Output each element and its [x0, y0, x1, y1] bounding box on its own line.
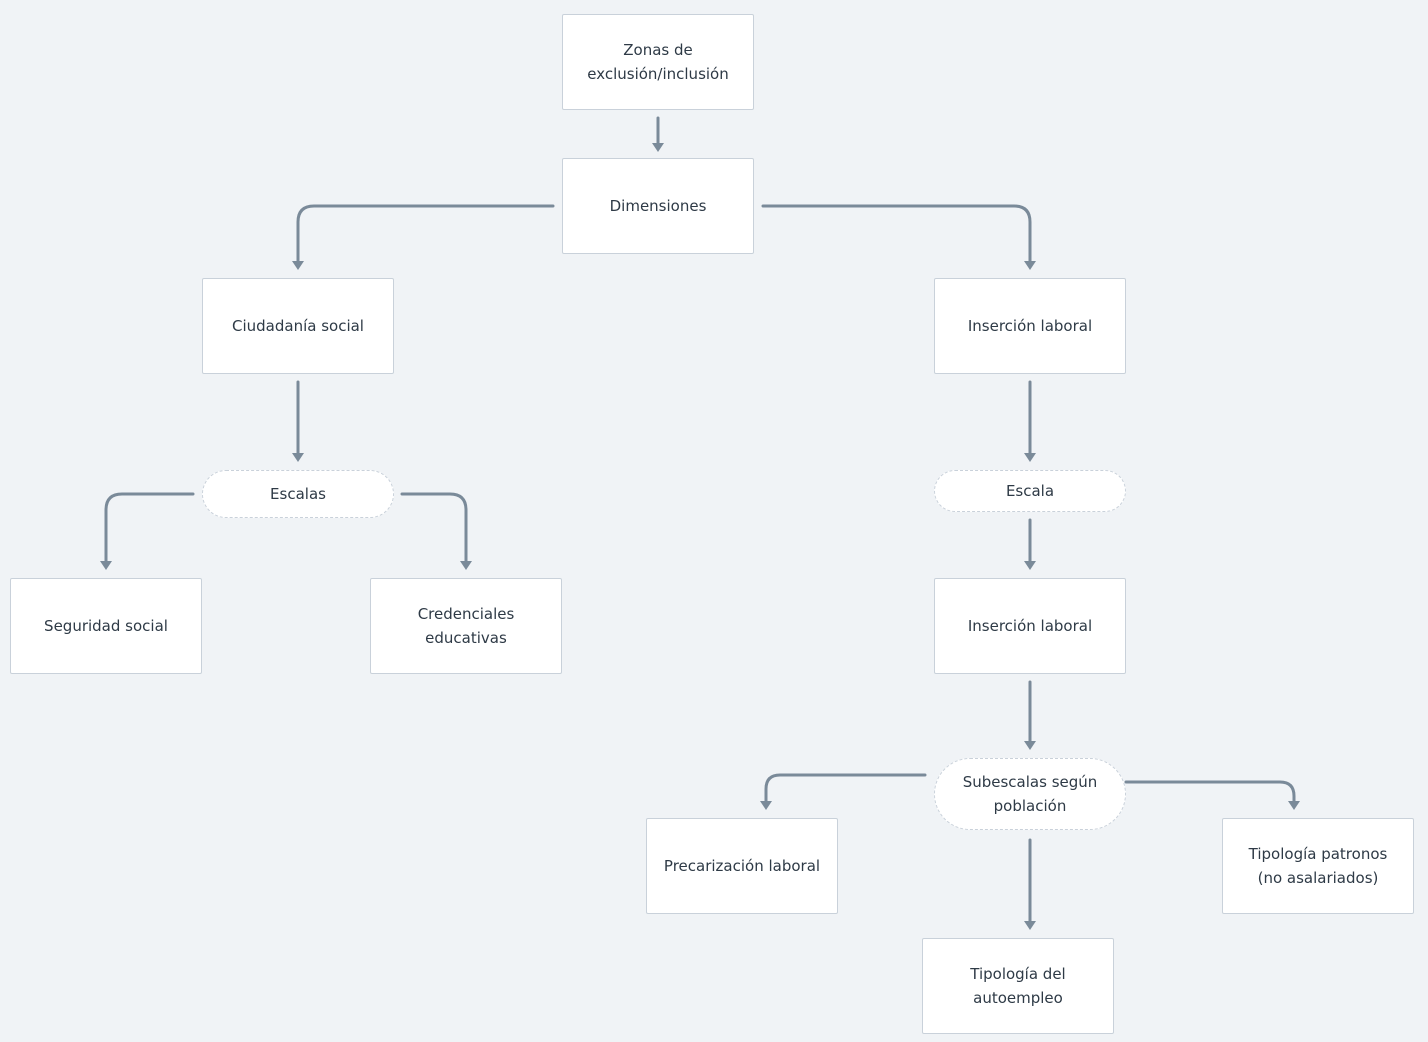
arrowhead — [1024, 561, 1036, 570]
node-precarizacion-label: Precarización laboral — [663, 857, 821, 875]
node-precarizacion-laboral[interactable]: Precarización laboral — [646, 818, 838, 914]
arrowhead — [292, 261, 304, 270]
arrowhead — [460, 561, 472, 570]
node-tipologia-patronos-label: Tipología patronos (no asalariados) — [1248, 845, 1388, 887]
edge-escalas-credenciales — [400, 492, 468, 564]
node-credenciales-educativas[interactable]: Credenciales educativas — [370, 578, 562, 674]
arrowhead — [1288, 801, 1300, 810]
node-escala[interactable]: Escala — [934, 470, 1126, 512]
arrowhead — [760, 801, 772, 810]
node-subescalas[interactable]: Subescalas según población — [934, 758, 1126, 830]
arrowhead — [1024, 261, 1036, 270]
node-tipologia-patronos[interactable]: Tipología patronos (no asalariados) — [1222, 818, 1414, 914]
node-escalas[interactable]: Escalas — [202, 470, 394, 518]
node-zonas[interactable]: Zonas de exclusión/inclusión — [562, 14, 754, 110]
edge-dimensiones-ciudadania — [296, 204, 555, 264]
node-insercion-mid-label: Inserción laboral — [967, 617, 1093, 635]
node-seguridad-label: Seguridad social — [44, 617, 168, 635]
node-insercion-top-label: Inserción laboral — [967, 317, 1093, 335]
node-escalas-label: Escalas — [270, 485, 326, 503]
node-insercion-laboral-mid[interactable]: Inserción laboral — [934, 578, 1126, 674]
node-subescalas-label: Subescalas según población — [962, 773, 1098, 815]
node-zonas-label: Zonas de exclusión/inclusión — [587, 41, 729, 83]
node-dimensiones-label: Dimensiones — [609, 197, 707, 215]
edge-subescalas-patronos — [1124, 780, 1296, 804]
node-tipologia-autoempleo-label: Tipología del autoempleo — [970, 965, 1066, 1007]
edge-dimensiones-insercion — [761, 204, 1032, 264]
edge-subescalas-precarizacion — [764, 773, 927, 804]
node-credenciales-label: Credenciales educativas — [417, 605, 515, 647]
arrowhead — [1024, 741, 1036, 750]
edge-escalas-seguridad — [104, 492, 195, 564]
node-insercion-laboral-top[interactable]: Inserción laboral — [934, 278, 1126, 374]
arrowhead — [652, 143, 664, 152]
arrowhead — [1024, 453, 1036, 462]
node-ciudadania-label: Ciudadanía social — [232, 317, 364, 335]
node-ciudadania-social[interactable]: Ciudadanía social — [202, 278, 394, 374]
node-escala-label: Escala — [1005, 482, 1055, 500]
arrowhead — [1024, 921, 1036, 930]
arrowhead — [100, 561, 112, 570]
node-dimensiones[interactable]: Dimensiones — [562, 158, 754, 254]
arrowhead — [292, 453, 304, 462]
node-seguridad-social[interactable]: Seguridad social — [10, 578, 202, 674]
node-tipologia-autoempleo[interactable]: Tipología del autoempleo — [922, 938, 1114, 1034]
